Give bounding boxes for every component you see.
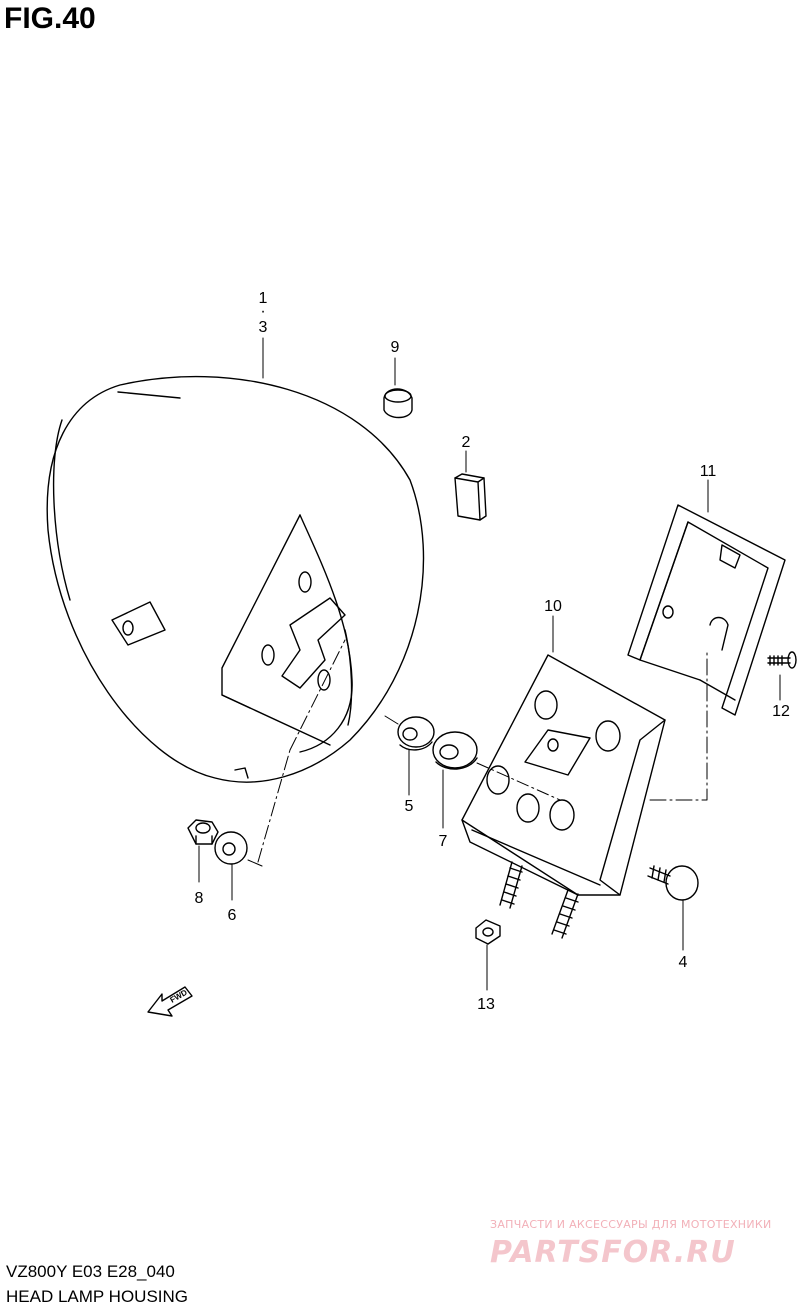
callout-1: 1 [259, 290, 268, 307]
callout-7: 7 [439, 833, 448, 850]
callout-dot: · [260, 303, 265, 320]
model-code: VZ800Y E03 E28_040 [6, 1262, 175, 1281]
leader-lines [198, 337, 781, 991]
nut-part-8 [187, 819, 219, 845]
callout-3: 3 [259, 319, 268, 336]
callout-12: 12 [772, 703, 790, 720]
figure-title: FIG.40 [4, 2, 96, 35]
grommet-part-5 [397, 716, 435, 751]
callout-numbers: 1 · 3 9 2 11 10 12 5 7 8 6 4 13 [195, 290, 790, 1013]
screw-part-12 [767, 651, 797, 669]
grommet-part-7 [432, 731, 478, 770]
fwd-direction-arrow [147, 986, 193, 1017]
mounting-bracket-part-10 [461, 654, 666, 939]
washer-part-6 [214, 831, 248, 865]
callout-6: 6 [228, 907, 237, 924]
nut-part-13 [475, 919, 501, 945]
callout-13: 13 [477, 996, 495, 1013]
callout-4: 4 [679, 954, 688, 971]
cover-bracket-part-11 [627, 504, 786, 716]
rubber-cap-part-9 [383, 388, 413, 419]
headlamp-housing-shell [46, 375, 425, 783]
callout-2: 2 [462, 434, 471, 451]
callout-10: 10 [544, 598, 562, 615]
callout-8: 8 [195, 890, 204, 907]
cushion-part-2 [454, 473, 487, 521]
section-name: HEAD LAMP HOUSING [6, 1287, 189, 1306]
watermark-logo: PARTSFOR.RU [490, 1235, 736, 1270]
fwd-label: FWD [169, 988, 189, 1005]
callout-11: 11 [700, 463, 717, 480]
bolt-part-4 [647, 865, 699, 901]
callout-9: 9 [391, 339, 400, 356]
callout-5: 5 [405, 798, 414, 815]
watermark-tagline: ЗАПЧАСТИ И АКСЕССУАРЫ ДЛЯ МОТОТЕХНИКИ [490, 1218, 772, 1231]
